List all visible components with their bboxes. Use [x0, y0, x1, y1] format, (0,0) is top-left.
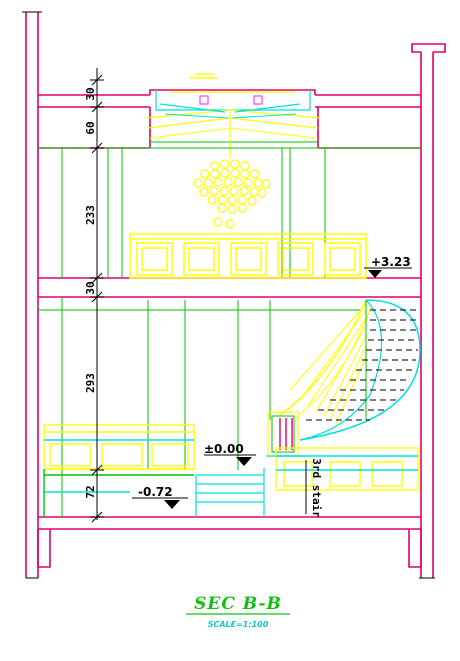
dim-upper-slab: 30 — [84, 281, 97, 294]
dim-lower-height: 293 — [84, 373, 97, 393]
entry-steps — [195, 468, 265, 517]
scale-label: SCALE=1:100 — [208, 620, 269, 629]
level-marker-upper: +3.23 — [364, 255, 412, 278]
right-wall — [411, 43, 446, 578]
dim-ceiling: 60 — [84, 121, 97, 134]
stair-note: 3rd stair — [310, 458, 323, 518]
chandelier — [193, 142, 271, 229]
ceiling-skylight — [144, 73, 321, 148]
dimension-chain — [90, 68, 104, 523]
spiral-staircase — [266, 299, 421, 457]
lower-right-railing — [275, 447, 419, 491]
level-upper-label: +3.23 — [371, 255, 411, 269]
level-ground-label: ±0.00 — [204, 442, 244, 456]
level-marker-ground: ±0.00 — [204, 442, 256, 466]
section-title: SEC B-B — [194, 594, 282, 614]
dim-lower-step: 72 — [84, 485, 97, 498]
level-marker-lower: -0.72 — [132, 485, 188, 509]
level-lower-label: -0.72 — [138, 485, 173, 499]
left-wall — [22, 11, 42, 578]
lower-left-railing — [43, 424, 195, 517]
dim-upper-height: 233 — [84, 205, 97, 225]
lower-floor-slab — [37, 516, 422, 568]
dim-roof: 30 — [84, 87, 97, 100]
lower-wall-lines — [38, 297, 360, 517]
upper-railing — [129, 233, 367, 279]
